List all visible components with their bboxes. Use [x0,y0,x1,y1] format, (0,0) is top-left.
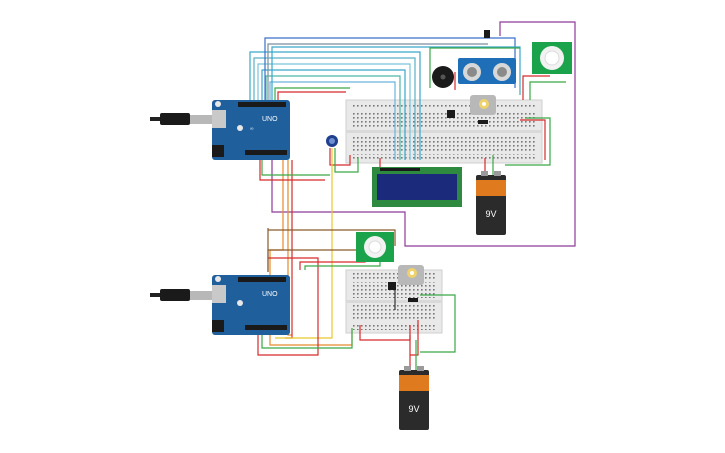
buzzer [432,66,454,88]
wires-top [249,21,576,346]
battery-bottom-label: 9V [408,404,419,414]
potentiometer [326,135,338,147]
arduino-bottom: UNO [212,275,290,335]
lcd-display [372,167,462,207]
transistor-bottom [388,282,418,302]
servo-bottom [398,265,424,285]
usb-plug-top [150,113,212,125]
battery-bottom: 9V [399,366,429,430]
breadboard-bottom [345,269,443,334]
battery-top-label: 9V [485,209,496,219]
svg-text:∞: ∞ [250,126,254,132]
breadboard-top [345,99,543,164]
arduino-bottom-model: UNO [262,291,278,298]
pir-sensor-top [532,42,572,74]
battery-top: 9V [476,171,506,235]
arduino-top: UNO ∞ [212,100,290,160]
arduino-top-model: UNO [262,116,278,123]
servo-top [470,95,496,115]
transistor-top [447,110,488,124]
ultrasonic-sensor [458,30,516,84]
pir-sensor-bottom [356,232,394,262]
usb-plug-bottom [150,289,212,301]
